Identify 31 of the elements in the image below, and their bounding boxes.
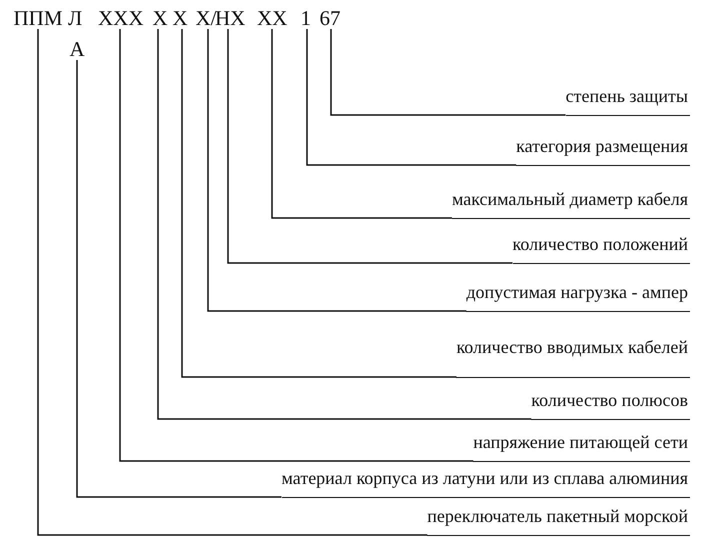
code-symbol: Х bbox=[152, 8, 168, 29]
underlined-description: степень защиты bbox=[566, 86, 690, 116]
code-symbol: А bbox=[70, 39, 85, 60]
leader-line bbox=[181, 29, 456, 378]
underlined-description: максимальный диаметр кабеля bbox=[452, 188, 690, 219]
code-symbol: ППМ bbox=[14, 8, 63, 29]
underlined-description: количество полюсов bbox=[531, 390, 690, 420]
leader-line bbox=[227, 29, 513, 264]
code-symbol: НХ bbox=[215, 8, 246, 29]
code-symbol: ХХХ bbox=[98, 8, 144, 29]
leader-line bbox=[271, 29, 452, 219]
code-symbol: Х/ bbox=[196, 8, 216, 29]
leader-line bbox=[37, 29, 428, 536]
code-symbol: Л bbox=[68, 8, 82, 29]
code-symbol: 67 bbox=[320, 8, 340, 29]
leader-line bbox=[119, 29, 474, 462]
underlined-description: количество вводимых кабелей bbox=[456, 336, 690, 378]
underlined-description: количество положений bbox=[512, 234, 690, 264]
underlined-description: допустимая нагрузка - ампер bbox=[466, 282, 690, 312]
underlined-description: переключатель пакетный морской bbox=[427, 506, 690, 536]
code-symbol: Х bbox=[172, 8, 188, 29]
code-symbol: ХХ bbox=[257, 8, 288, 29]
underlined-description: материал корпуса из латуни или из сплава алюминия bbox=[282, 468, 690, 498]
underlined-description: категория размещения bbox=[516, 136, 690, 166]
leader-line bbox=[157, 29, 532, 420]
leader-line bbox=[207, 29, 466, 312]
leader-line bbox=[330, 29, 566, 116]
code-symbol: 1 bbox=[300, 8, 311, 29]
leader-line bbox=[76, 60, 282, 498]
underlined-description: напряжение питающей сети bbox=[473, 432, 690, 462]
leader-line bbox=[306, 29, 516, 166]
